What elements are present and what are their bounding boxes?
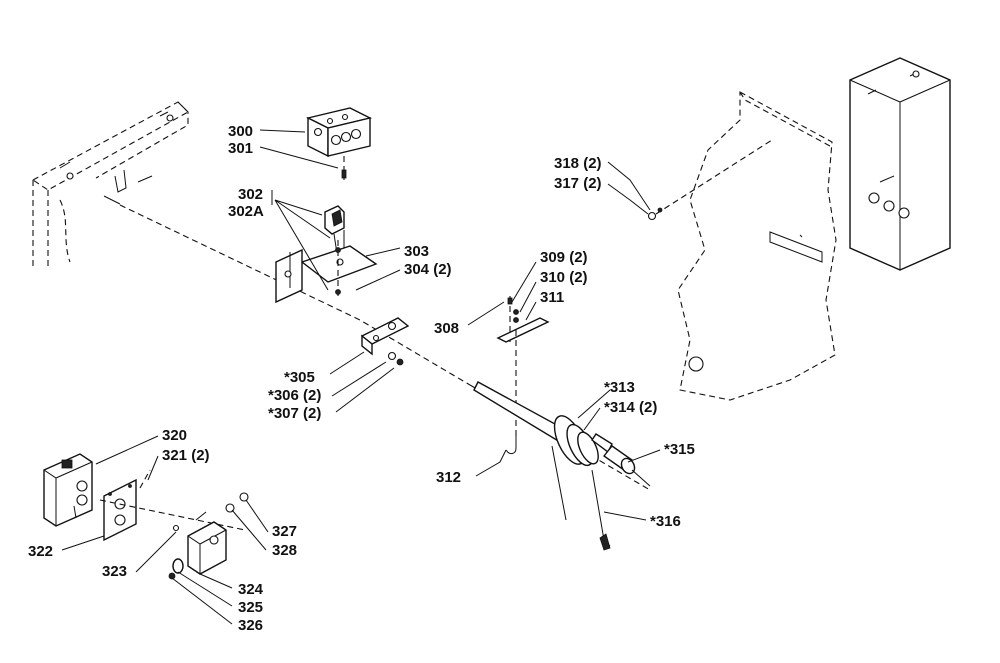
callout-311: 311 xyxy=(540,289,564,306)
callout-308: 308 xyxy=(434,320,459,337)
callout-326: 326 xyxy=(238,617,263,634)
callout-324: 324 xyxy=(238,581,264,598)
assembly-axis xyxy=(119,204,471,386)
fitting-315 xyxy=(602,445,651,487)
terminal-block xyxy=(305,107,373,158)
right-cabinet xyxy=(677,91,837,401)
callout-328: 328 xyxy=(272,542,297,559)
callout-307: *307 (2) xyxy=(268,405,321,422)
mounting-plate-322 xyxy=(103,478,137,542)
callout-313: *313 xyxy=(604,379,635,396)
callout-316: *316 xyxy=(650,513,681,530)
left-housing xyxy=(31,101,189,270)
callout-317: 317 (2) xyxy=(554,175,602,192)
washer-306 xyxy=(387,351,397,361)
callout-322: 322 xyxy=(28,543,53,560)
nut-326 xyxy=(168,572,176,580)
callout-320: 320 xyxy=(162,427,187,444)
callout-306: *306 (2) xyxy=(268,387,321,404)
unit-324 xyxy=(187,521,227,575)
callout-318: 318 (2) xyxy=(554,155,602,172)
leader-lines-302 xyxy=(271,190,331,291)
callout-315: *315 xyxy=(664,441,695,458)
callout-314: *314 (2) xyxy=(604,399,657,416)
grommet-313 xyxy=(553,415,599,467)
washer-327 xyxy=(239,492,249,502)
callout-305: *305 xyxy=(284,369,315,386)
cover-box xyxy=(849,57,951,271)
callout-321: 321 (2) xyxy=(162,447,210,464)
callout-323: 323 xyxy=(102,563,127,580)
knob-325 xyxy=(172,558,184,574)
callout-302: 302 xyxy=(238,186,263,203)
callout-303: 303 xyxy=(404,243,429,260)
callout-leaders xyxy=(61,129,661,625)
callout-310: 310 (2) xyxy=(540,269,588,286)
screw-323 xyxy=(172,524,180,532)
sensor-lead-316 xyxy=(591,469,611,547)
mounting-bracket-303 xyxy=(275,245,378,304)
callout-304: 304 (2) xyxy=(404,261,452,278)
callout-312: 312 xyxy=(436,469,461,486)
switch-320 xyxy=(43,453,93,527)
shaft-tube xyxy=(473,381,567,443)
bracket-311 xyxy=(496,317,550,343)
cover-screw-line xyxy=(655,139,773,215)
j-hook-312 xyxy=(505,435,517,455)
switch-302 xyxy=(324,205,345,261)
callout-327: 327 xyxy=(272,523,297,540)
callout-300: 300 xyxy=(228,123,253,140)
mounting-plate-305 xyxy=(360,317,410,356)
callout-301: 301 xyxy=(228,140,253,157)
callout-309: 309 (2) xyxy=(540,249,588,266)
nut-307 xyxy=(396,358,404,366)
callout-302a: 302A xyxy=(228,203,264,220)
callout-325: 325 xyxy=(238,599,263,616)
